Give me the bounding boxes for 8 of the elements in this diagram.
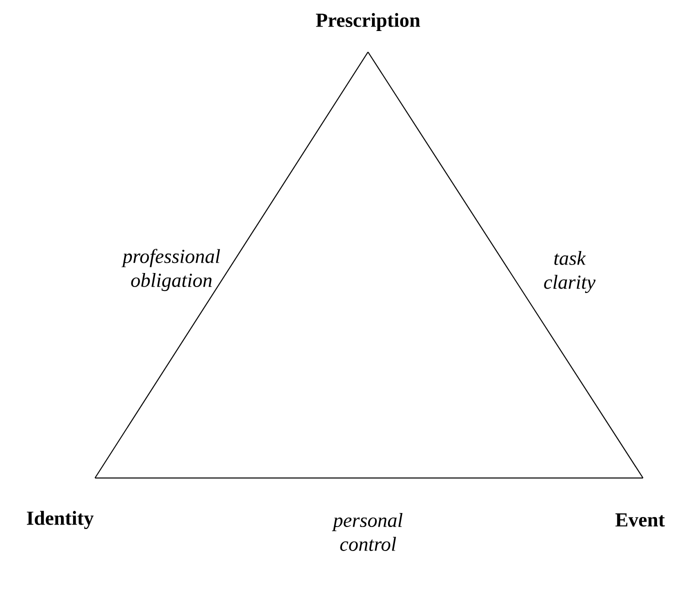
edge-label: personal control [332,513,402,551]
edge-label: professional obligation [121,248,220,292]
vertex-label: Prescription [316,12,420,32]
triangle-side [94,52,368,478]
vertex-label: Identity [26,510,94,530]
edge-label: task clarity [544,250,596,293]
triangle-side [368,52,644,478]
vertex-label: Event [615,513,665,527]
